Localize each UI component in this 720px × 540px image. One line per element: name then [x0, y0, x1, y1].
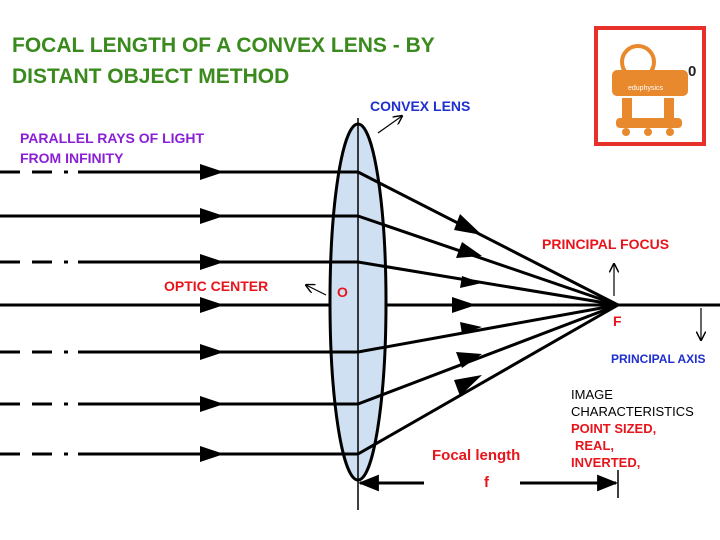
ray-arrowhead [452, 297, 476, 313]
svg-text:eduphysics: eduphysics [628, 85, 664, 92]
ray-arrowhead [456, 242, 482, 258]
refracted-ray [357, 260, 619, 307]
ray-arrowhead [460, 322, 482, 334]
ray-arrowhead [460, 276, 482, 288]
ray-arrowhead [200, 208, 224, 224]
refracted-ray [357, 170, 619, 307]
convex-lens-label: CONVEX LENS [370, 98, 471, 114]
refracted-ray [357, 303, 619, 456]
ray-arrowhead [454, 375, 482, 396]
focus-letter: F [613, 313, 622, 329]
ray-arrowhead [200, 446, 224, 462]
principal-axis-label: PRINCIPAL AXIS [611, 352, 706, 366]
ray-arrowhead [200, 396, 224, 412]
image-characteristics: IMAGE CHARACTERISTICS POINT SIZED, REAL,… [571, 386, 694, 471]
refracted-ray-arrowheads [452, 214, 482, 396]
image-characteristics-heading-1: IMAGE [571, 387, 613, 402]
parallel-rays-label-line-2: FROM INFINITY [20, 150, 124, 166]
characteristic-item: POINT SIZED, [571, 421, 657, 436]
title-line-2: DISTANT OBJECT METHOD [12, 65, 290, 88]
optic-center-pointer [306, 285, 327, 296]
incoming-rays [0, 170, 358, 456]
optic-center-letter: O [337, 284, 348, 300]
focal-length-label: Focal length [432, 447, 521, 464]
optic-center-label: OPTIC CENTER [164, 278, 269, 294]
characteristic-item: INVERTED, [571, 455, 641, 470]
page-title: FOCAL LENGTH OF A CONVEX LENS - BY DISTA… [12, 30, 572, 92]
focal-length-symbol: f [484, 474, 489, 491]
ray-arrowhead [200, 254, 224, 270]
refracted-ray [357, 214, 619, 307]
ray-arrowhead [454, 214, 482, 235]
parallel-rays-label-line-1: PARALLEL RAYS OF LIGHT [20, 130, 205, 146]
ray-arrowhead [456, 352, 482, 368]
title-line-1: FOCAL LENGTH OF A CONVEX LENS - BY [12, 34, 435, 57]
principal-focus-label: PRINCIPAL FOCUS [542, 236, 670, 252]
refracted-ray [357, 303, 619, 406]
svg-text:0: 0 [688, 63, 696, 80]
ray-arrowhead [200, 344, 224, 360]
incoming-ray-arrowheads [200, 164, 224, 462]
eduphysics-logo: 0 eduphysics [594, 26, 706, 146]
convex-lens-pointer [377, 116, 402, 134]
ray-arrowhead [200, 297, 224, 313]
image-characteristics-heading-2: CHARACTERISTICS [571, 404, 694, 419]
characteristic-item: REAL, [575, 438, 614, 453]
ray-arrowhead [200, 164, 224, 180]
logo-icon: 0 eduphysics [612, 44, 696, 136]
refracted-ray [357, 303, 619, 354]
refracted-rays [357, 170, 619, 456]
parallel-rays-label: PARALLEL RAYS OF LIGHT FROM INFINITY [20, 128, 204, 168]
